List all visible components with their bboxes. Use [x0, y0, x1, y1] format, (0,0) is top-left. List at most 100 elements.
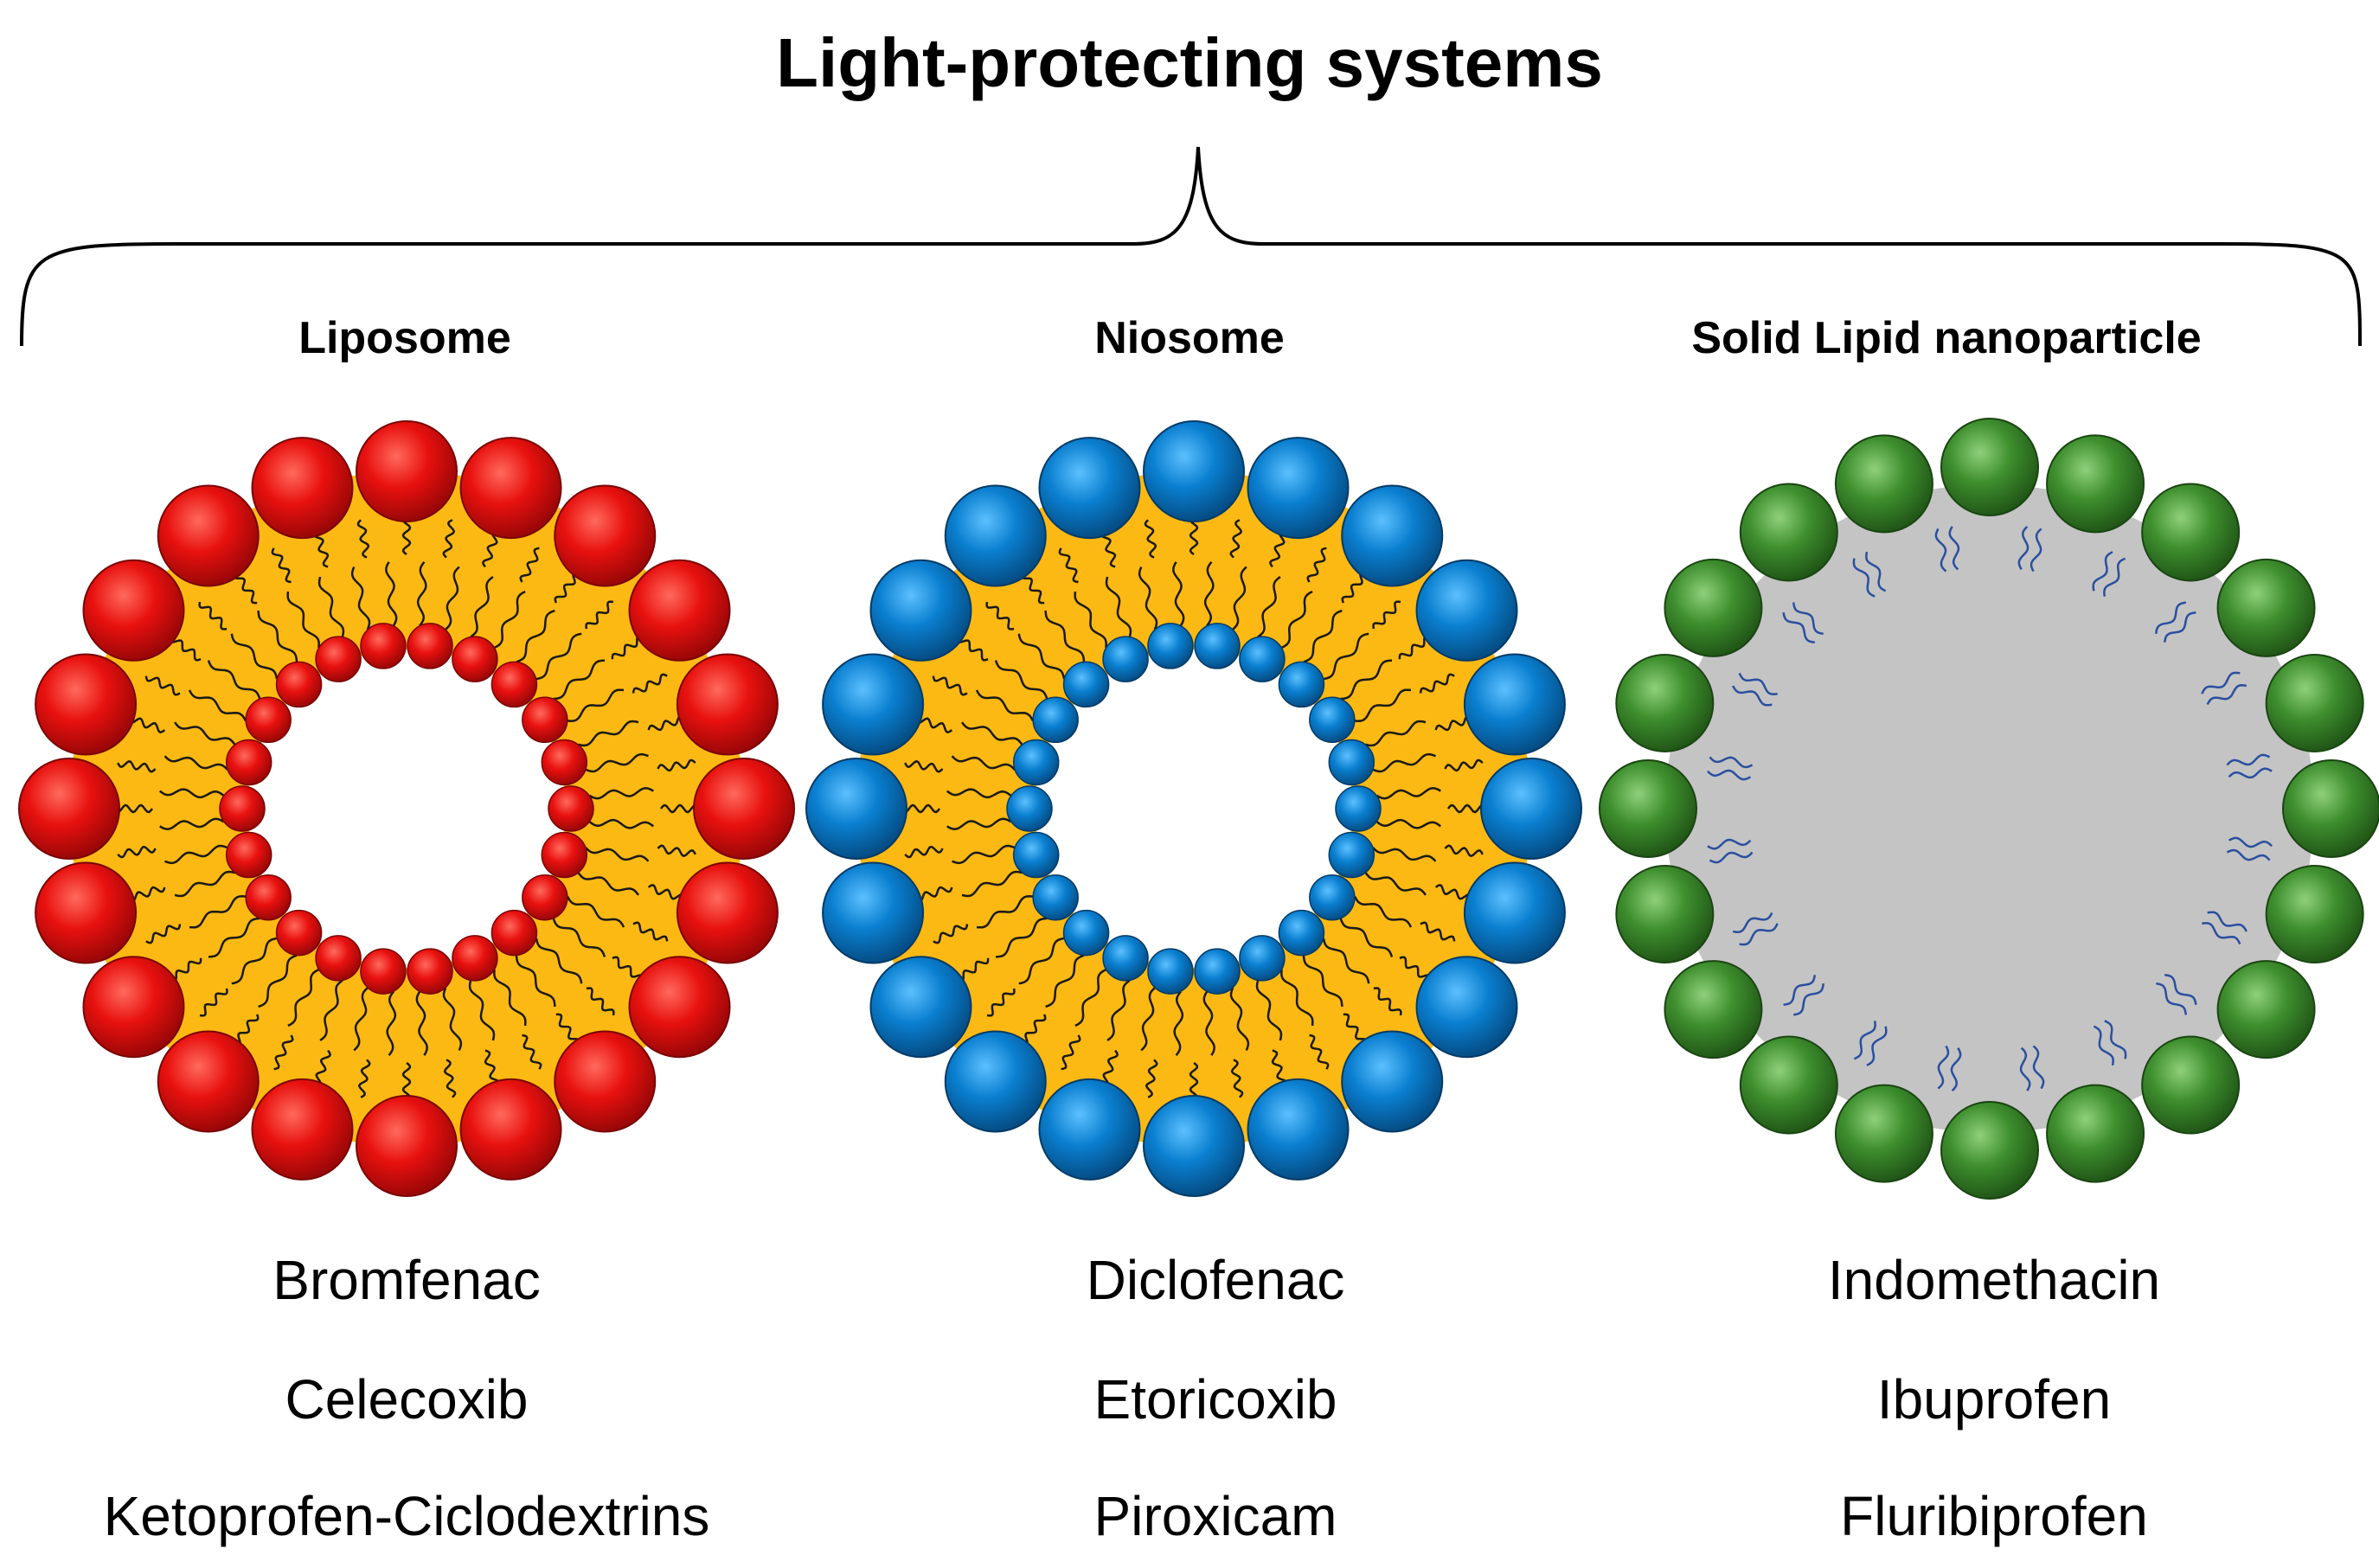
outer-lipid-head	[2216, 960, 2316, 1059]
lipid-tail	[2032, 1045, 2045, 1090]
lipid-tail	[552, 918, 606, 957]
lipid-tail	[401, 1062, 412, 1102]
inner-lipid-head	[1309, 696, 1356, 744]
outer-lipid-head	[1599, 759, 1697, 858]
inner-lipid-head	[1012, 831, 1060, 879]
lipid-tail	[199, 988, 228, 1017]
solid-lipid-nanoparticle-system: Solid Lipid nanoparticle Indomethacin Ib…	[1599, 313, 2379, 1547]
lipid-tail	[1866, 1026, 1888, 1066]
lipid-tail	[2156, 982, 2188, 1015]
lipid-tail	[1173, 990, 1184, 1057]
lipid-tail	[567, 688, 625, 722]
inner-lipid-head	[1335, 785, 1382, 832]
lipid-tail	[1707, 769, 1751, 781]
lipid-tail	[1707, 838, 1752, 850]
lipid-tail	[1434, 883, 1473, 900]
outer-lipid-head	[157, 484, 260, 587]
lipid-tail	[1375, 818, 1442, 829]
inner-lipid-head	[315, 935, 362, 982]
outer-lipid-head	[18, 758, 120, 860]
lipid-tail	[586, 987, 615, 1016]
lipid-tail	[961, 870, 1023, 898]
outer-lipid-head	[157, 1030, 260, 1133]
lipid-tail	[315, 1049, 332, 1088]
lipid-tail	[273, 1034, 294, 1071]
solid-lipid-nanoparticle-label: Solid Lipid nanoparticle	[1691, 313, 2201, 363]
lipid-tail	[231, 937, 278, 985]
lipid-tail	[234, 1014, 260, 1046]
lipid-tail	[1323, 632, 1369, 681]
lipid-tail	[1281, 590, 1313, 650]
liposome-diagram	[18, 420, 795, 1197]
lipid-tail	[1339, 918, 1394, 957]
lipid-tail	[445, 566, 460, 630]
lipid-tail	[1373, 987, 1402, 1016]
lipid-tail	[442, 519, 456, 559]
inner-lipid-head	[1032, 696, 1079, 744]
outer-lipid-head	[1143, 1095, 1245, 1197]
lipid-tail	[1306, 547, 1327, 583]
inner-lipid-head	[1147, 948, 1194, 995]
lipid-tail	[356, 519, 370, 559]
lipid-tail	[1322, 938, 1370, 984]
lipid-tail	[2103, 557, 2126, 597]
lipid-tail	[208, 917, 260, 958]
lipid-tail	[1353, 896, 1413, 928]
inner-lipid-head	[1062, 661, 1110, 708]
lipid-tail	[287, 968, 319, 1027]
lipid-tail	[933, 924, 969, 944]
inner-lipid-head	[219, 785, 266, 832]
lipid-tail	[515, 955, 556, 1008]
lipid-tail	[611, 635, 644, 660]
lipid-tail	[1140, 987, 1156, 1052]
lipid-tail	[1853, 1021, 1876, 1060]
outer-lipid-head	[1480, 758, 1582, 860]
inner-lipid-head	[225, 831, 273, 879]
lipid-tail	[481, 529, 498, 568]
lipid-tail	[416, 560, 427, 627]
outer-lipid-head	[693, 758, 795, 860]
outer-lipid-head	[2046, 1084, 2145, 1183]
outer-lipid-head	[1834, 434, 1933, 534]
lipid-tail	[2155, 601, 2187, 634]
outer-lipid-head	[869, 559, 972, 662]
outer-lipid-head	[822, 653, 925, 756]
lipid-tail	[2206, 684, 2248, 706]
inner-lipid-head	[1194, 623, 1241, 669]
solid-lipid-nanoparticle-diagram	[1599, 418, 2379, 1200]
lipid-tail	[1372, 847, 1437, 862]
lipid-tail	[986, 988, 1016, 1017]
lipid-tail	[632, 921, 669, 942]
lipid-tail	[127, 717, 166, 734]
lipid-tail	[1375, 787, 1441, 800]
liposome-drug-2: Celecoxib	[285, 1368, 528, 1430]
lipid-tail	[1172, 561, 1185, 627]
solid-lipid-core	[1665, 484, 2314, 1133]
outer-lipid-head	[628, 559, 731, 662]
lipid-tail	[1343, 1013, 1368, 1046]
inner-lipid-head	[452, 636, 498, 682]
lipid-tail	[657, 758, 696, 772]
lipid-tail	[494, 590, 526, 650]
outer-lipid-head	[944, 484, 1047, 587]
lipid-tail	[901, 803, 940, 814]
lipid-tail	[113, 803, 153, 814]
lipid-tail	[1309, 1034, 1330, 1070]
sln-drug-1: Indomethacin	[1828, 1249, 2160, 1311]
lipid-tail	[1444, 844, 1484, 858]
lipid-tail	[588, 787, 654, 800]
lipid-tail	[632, 673, 668, 694]
lipid-tail	[995, 917, 1048, 958]
inner-lipid-head	[1328, 831, 1375, 879]
lipid-tail	[385, 561, 398, 627]
lipid-tail	[566, 896, 625, 928]
inner-lipid-head	[522, 696, 568, 744]
lipid-tail	[319, 979, 343, 1041]
outer-lipid-head	[82, 559, 185, 662]
liposome-system: Liposome Bromfenac Celecoxib Ketoprofen-…	[18, 313, 795, 1547]
lipid-tail	[1020, 572, 1045, 605]
outer-lipid-head	[2046, 434, 2145, 534]
outer-lipid-head	[1664, 960, 1763, 1059]
lipid-tail	[555, 1013, 580, 1046]
